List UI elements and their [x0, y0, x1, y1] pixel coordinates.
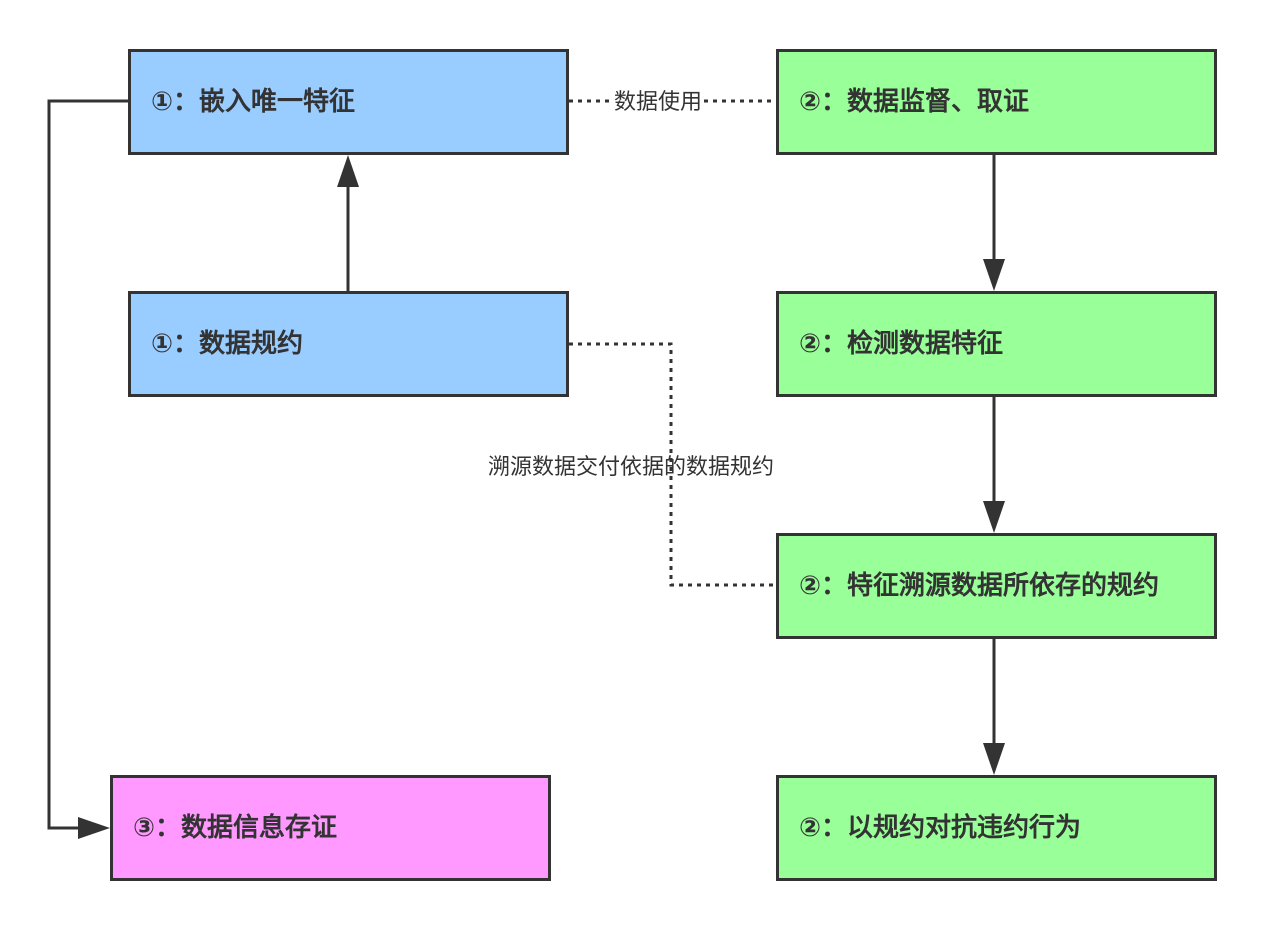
node-label: ③：数据信息存证 [133, 813, 338, 843]
arrowhead-icon [983, 743, 1005, 775]
node-trace-dependent-protocol[interactable]: ②：特征溯源数据所依存的规约 [776, 533, 1217, 639]
node-label: ②：特征溯源数据所依存的规约 [799, 571, 1160, 601]
edge-label-data-usage: 数据使用 [612, 89, 705, 117]
edge-label-traceability-protocol: 溯源数据交付依据的数据规约 [488, 455, 775, 480]
node-detect-data-features[interactable]: ②：检测数据特征 [776, 291, 1217, 397]
arrowhead-icon [78, 817, 110, 839]
node-data-protocol[interactable]: ①：数据规约 [128, 291, 569, 397]
arrowhead-icon [983, 501, 1005, 533]
node-embed-unique-feature[interactable]: ①：嵌入唯一特征 [128, 49, 569, 155]
node-data-info-attestation[interactable]: ③：数据信息存证 [110, 775, 551, 881]
node-label: ②：以规约对抗违约行为 [799, 813, 1082, 843]
node-counter-violations[interactable]: ②：以规约对抗违约行为 [776, 775, 1217, 881]
node-label: ②：检测数据特征 [799, 329, 1004, 359]
arrowhead-icon [337, 155, 359, 187]
node-label: ②：数据监督、取证 [799, 87, 1030, 117]
edge-a-to-c [47, 99, 128, 830]
node-data-supervision-evidence[interactable]: ②：数据监督、取证 [776, 49, 1217, 155]
arrowhead-icon [983, 259, 1005, 291]
node-label: ①：嵌入唯一特征 [151, 87, 356, 117]
node-label: ①：数据规约 [151, 329, 304, 359]
